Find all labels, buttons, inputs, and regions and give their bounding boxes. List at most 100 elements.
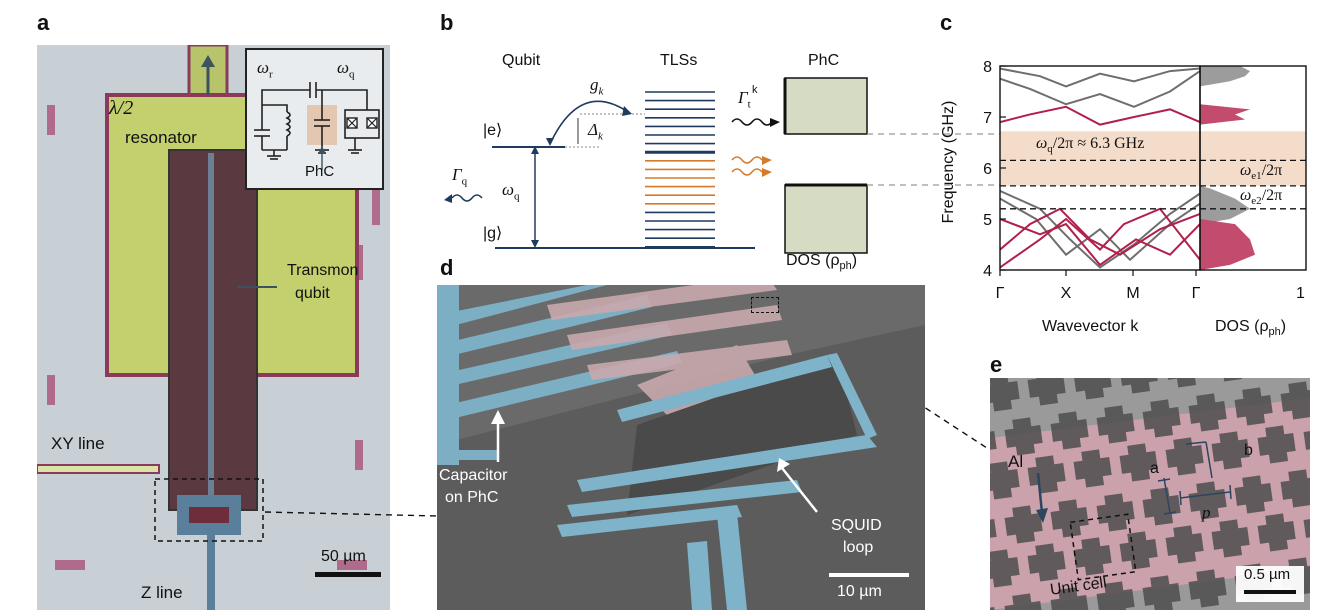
cross-hole xyxy=(1280,381,1310,420)
transmon-label-line2: qubit xyxy=(295,285,330,302)
cross-hole xyxy=(1142,399,1181,438)
bandgap-region xyxy=(1000,131,1306,186)
panel-label-e: e xyxy=(990,352,1003,377)
cross-hole xyxy=(1096,405,1135,444)
y-tick-label: 5 xyxy=(983,212,992,229)
cross-hole xyxy=(1257,425,1296,464)
cross-hole xyxy=(1004,505,1043,544)
cross-hole xyxy=(990,461,1020,500)
we1-label: ω xyxy=(1240,162,1252,179)
cross-hole xyxy=(1096,581,1135,610)
zoom-box-d xyxy=(751,297,779,313)
cross-hole xyxy=(1142,487,1181,526)
gamma-q-sub: q xyxy=(461,175,468,188)
omega-q-label: ω xyxy=(337,58,350,77)
delta-k-label: Δ xyxy=(588,120,598,139)
band-curves xyxy=(1000,67,1200,269)
tlss-heading: TLSs xyxy=(660,52,698,69)
gamma-t-sup: k xyxy=(752,84,758,96)
squid-arrow xyxy=(777,458,818,513)
cross-hole xyxy=(1119,531,1158,570)
we2-label: ω xyxy=(1240,187,1252,204)
dos-frame xyxy=(1199,65,1307,271)
omega-r-label: ω xyxy=(257,58,270,77)
omega-r-sub: r xyxy=(269,68,273,81)
qubit-heading: Qubit xyxy=(502,52,541,69)
cross-hole xyxy=(1257,513,1296,552)
omega-q-b-label: ω xyxy=(502,180,515,199)
cross-hole xyxy=(1096,493,1135,532)
cross-hole xyxy=(1280,469,1310,508)
x-tick-label: Γ xyxy=(1192,285,1201,302)
cross-hole xyxy=(1165,437,1204,476)
cross-hole xyxy=(990,378,1020,412)
inset-phc-label: PhC xyxy=(305,163,335,180)
cross-hole xyxy=(1004,593,1043,610)
circuit-schematic xyxy=(254,82,380,170)
cross-hole xyxy=(1234,387,1273,426)
panel-label-a: a xyxy=(37,10,50,35)
capacitor-label-line2: on PhC xyxy=(445,489,499,506)
cross-hole xyxy=(1027,378,1066,406)
y-tick-label: 6 xyxy=(983,161,992,178)
g-k-sub: k xyxy=(598,85,604,98)
bandgap-annotation: ω xyxy=(1036,135,1048,152)
z-line-label: Z line xyxy=(141,583,183,602)
cross-hole xyxy=(1211,519,1250,558)
y-tick-label: 4 xyxy=(983,263,992,280)
sem-image-d: Capacitor on PhC SQUID loop 10 µm xyxy=(437,285,925,610)
capacitor-label-line1: Capacitor xyxy=(439,467,508,484)
cross-hole xyxy=(1234,475,1273,514)
dos-area xyxy=(1200,219,1255,270)
band-curve xyxy=(1000,70,1200,108)
cross-hole xyxy=(990,549,1020,588)
dos-area xyxy=(1200,66,1250,87)
transmon-label-line1: Transmon xyxy=(287,262,359,279)
crosses xyxy=(990,378,1310,610)
band-curve xyxy=(1000,218,1200,267)
g-k-label: g xyxy=(590,75,599,94)
al-label: Al xyxy=(1008,452,1024,471)
b-label: b xyxy=(1244,442,1253,459)
cross-hole xyxy=(1073,537,1112,576)
band-curve xyxy=(1000,197,1200,262)
cross-hole xyxy=(1165,525,1204,564)
cross-hole xyxy=(1027,543,1066,582)
scalebar-label-e: 0.5 µm xyxy=(1244,566,1291,583)
omega-q-sub: q xyxy=(349,68,355,81)
cross-hole xyxy=(1073,449,1112,488)
cross-hole xyxy=(1188,481,1227,520)
band-curve xyxy=(1000,105,1200,126)
scalebar-label-d: 10 µm xyxy=(837,583,882,600)
cross-hole xyxy=(1050,587,1089,610)
cross-hole xyxy=(1050,411,1089,450)
panel-label-b: b xyxy=(440,10,454,35)
band-curve xyxy=(1000,207,1200,269)
x-tick-label: X xyxy=(1061,285,1072,302)
delta-k-sub: k xyxy=(597,130,603,143)
p-label: p xyxy=(1202,503,1211,522)
cross-hole xyxy=(1073,378,1112,400)
ket-g: |g⟩ xyxy=(483,225,503,242)
cross-hole xyxy=(1119,443,1158,482)
ket-e: |e⟩ xyxy=(483,122,503,139)
y-tick-label: 8 xyxy=(983,59,992,76)
dashed-levels xyxy=(1000,159,1306,210)
dos-area xyxy=(1200,185,1250,225)
sem-drawing-d xyxy=(437,285,925,610)
cross-hole xyxy=(1188,569,1227,608)
chip-drawing xyxy=(37,45,381,610)
x-tick-label: Γ xyxy=(996,285,1005,302)
cross-hole xyxy=(1188,393,1227,432)
cross-hole xyxy=(1027,455,1066,494)
x-tick-label: M xyxy=(1126,285,1139,302)
squid-label-line2: loop xyxy=(843,539,874,556)
phc-heading: PhC xyxy=(808,52,840,69)
cross-hole xyxy=(1119,378,1158,394)
xy-line-label: XY line xyxy=(51,434,105,453)
resonator-label: resonator xyxy=(125,128,197,147)
gamma-t-sub: t xyxy=(747,98,751,111)
